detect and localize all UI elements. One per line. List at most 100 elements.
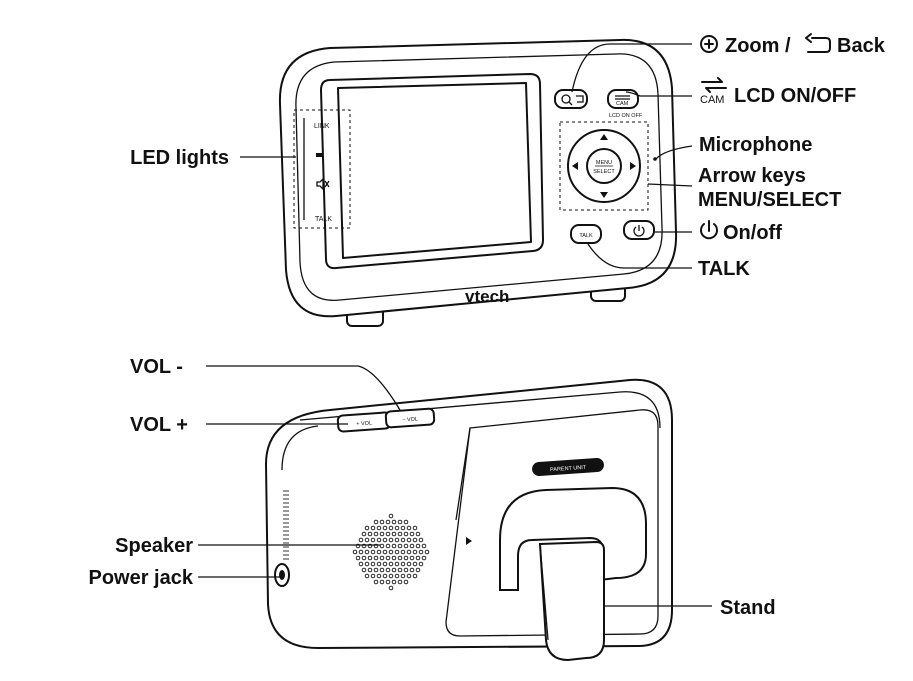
speaker-hole [412, 573, 418, 579]
speaker-hole [370, 537, 376, 543]
arrow-up-icon[interactable] [600, 134, 608, 140]
speaker-hole [424, 549, 430, 555]
speaker-hole [415, 567, 421, 573]
speaker-hole [373, 579, 379, 585]
speaker-hole [403, 543, 409, 549]
label-power-jack: Power jack [88, 567, 193, 589]
speaker-hole [400, 561, 406, 567]
speaker-hole [412, 549, 418, 555]
speaker-hole [355, 543, 361, 549]
speaker-hole [373, 567, 379, 573]
speaker-hole [379, 531, 385, 537]
screen-frame [320, 73, 544, 270]
leader-arrow-keys [647, 183, 693, 187]
speaker-hole [415, 543, 421, 549]
speaker-hole [370, 549, 376, 555]
leader-zoom-back [571, 43, 692, 93]
select-label: SELECT [593, 169, 615, 175]
stand-leg-edge [539, 543, 549, 641]
speaker-hole [385, 531, 391, 537]
speaker-hole [403, 555, 409, 561]
zoom-back-button[interactable] [554, 89, 588, 109]
speaker-hole [382, 549, 388, 555]
label-vol-minus: VOL - [130, 356, 183, 378]
lcd-screen [337, 82, 532, 259]
led-lights-area [293, 109, 351, 229]
power-button-icon [633, 225, 645, 237]
speaker-hole [406, 537, 412, 543]
talk-button[interactable] [570, 224, 602, 244]
speaker-hole [403, 579, 409, 585]
speaker-hole [385, 579, 391, 585]
back-unit: + VOL − VOL PARENT UNIT [264, 378, 673, 662]
leader-talk [587, 243, 692, 269]
led-talk-label: TALK [315, 216, 332, 223]
brand-logo: vtech [465, 287, 509, 306]
speaker-hole [421, 543, 427, 549]
arrow-right-icon[interactable] [630, 162, 636, 170]
speaker-hole [373, 519, 379, 525]
speaker-hole [376, 573, 382, 579]
speaker-hole [373, 543, 379, 549]
speaker-hole [391, 579, 397, 585]
back-top-edge [299, 391, 661, 429]
speaker-hole [370, 573, 376, 579]
speaker-hole [418, 561, 424, 567]
speaker-hole [388, 537, 394, 543]
mute-icon [316, 177, 330, 191]
speaker-hole [364, 525, 370, 531]
speaker-hole [418, 537, 424, 543]
arrow-left-icon[interactable] [572, 162, 578, 170]
speaker-hole [367, 543, 373, 549]
speaker-hole [376, 561, 382, 567]
led-link-label: LINK [314, 123, 330, 130]
stand-leg [538, 540, 605, 662]
speaker-hole [418, 549, 424, 555]
cover-edge [455, 427, 471, 521]
speaker-hole [361, 543, 367, 549]
speaker-hole [415, 531, 421, 537]
speaker-hole [406, 525, 412, 531]
speaker-hole [397, 555, 403, 561]
speaker-hole [364, 549, 370, 555]
front-bezel [295, 53, 663, 301]
zoom-icon [700, 35, 718, 53]
stand-loop [499, 486, 647, 591]
speaker-hole [376, 537, 382, 543]
label-on-off: On/off [723, 222, 782, 244]
speaker-hole [412, 537, 418, 543]
speaker-hole [394, 537, 400, 543]
speaker-hole [382, 561, 388, 567]
arrow-down-icon[interactable] [600, 192, 608, 198]
speaker-hole [358, 549, 364, 555]
leader-lcd [625, 91, 692, 97]
speaker-hole [388, 513, 394, 519]
speaker-hole [370, 561, 376, 567]
speaker-hole [391, 543, 397, 549]
cam-swap-mini-icon [615, 95, 630, 100]
speaker-hole [382, 537, 388, 543]
speaker-hole [376, 525, 382, 531]
label-microphone: Microphone [699, 134, 812, 156]
parent-unit-label: PARENT UNIT [550, 465, 587, 474]
speaker-hole [394, 573, 400, 579]
speaker-hole [394, 525, 400, 531]
speaker-hole [367, 567, 373, 573]
speaker-hole [379, 519, 385, 525]
vol-minus-button[interactable] [384, 407, 436, 429]
speaker-hole [403, 519, 409, 525]
label-arrow-keys: Arrow keys [698, 165, 806, 187]
speaker-hole [397, 579, 403, 585]
zoom-back-button-icon [561, 94, 584, 106]
leader-lines [198, 43, 712, 607]
leader-microphone [655, 145, 693, 160]
speaker-hole [364, 537, 370, 543]
speaker-hole [379, 555, 385, 561]
speaker-hole [409, 555, 415, 561]
menu-label: MENU [596, 160, 612, 166]
speaker-hole [370, 525, 376, 531]
speaker-hole [361, 555, 367, 561]
speaker-hole [388, 561, 394, 567]
